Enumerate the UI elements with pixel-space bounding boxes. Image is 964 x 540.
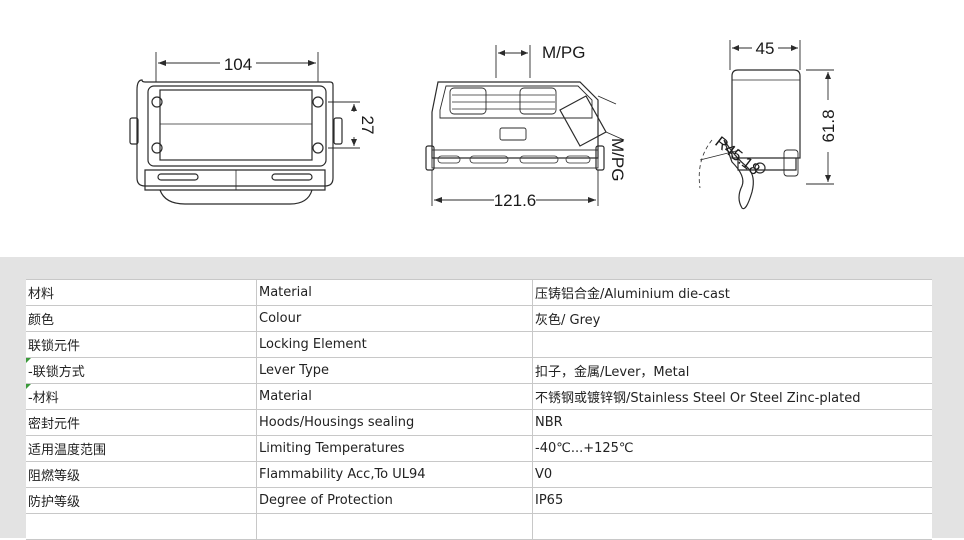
spec-label-zh: 颜色: [26, 305, 257, 332]
spec-label-en: [256, 513, 533, 540]
dim-side-length: 121.6: [494, 191, 537, 210]
spec-value: 扣子，金属/Lever，Metal: [532, 357, 932, 384]
dim-side-thread-top: M/PG: [542, 43, 585, 62]
spec-value: V0: [532, 461, 932, 488]
spec-value: IP65: [532, 487, 932, 514]
front-view: [129, 52, 360, 205]
spec-label-zh: 密封元件: [26, 409, 257, 436]
spec-label-zh: -材料: [26, 383, 257, 410]
dim-front-width: 104: [224, 55, 252, 74]
spec-value: NBR: [532, 409, 932, 436]
spec-value: -40℃...+125℃: [532, 435, 932, 462]
spec-value: 压铸铝合金/Aluminium die-cast: [532, 279, 932, 306]
spec-value: 灰色/ Grey: [532, 305, 932, 332]
spec-label-zh: 阻燃等级: [26, 461, 257, 488]
spec-label-en: Locking Element: [256, 331, 533, 358]
dim-end-width: 45: [756, 39, 775, 58]
dim-end-height: 61.8: [819, 109, 838, 142]
spec-label-zh: 联锁元件: [26, 331, 257, 358]
drawing-canvas: 104 27 M/PG M/PG 121.6 45 61.8 R45.18: [129, 39, 838, 210]
spec-label-en: Material: [256, 383, 533, 410]
table-row: [26, 513, 932, 540]
dim-front-height: 27: [358, 116, 377, 135]
dim-end-radius: R45.18: [712, 134, 763, 179]
spec-value: 不锈钢或镀锌钢/Stainless Steel Or Steel Zinc-pl…: [532, 383, 932, 410]
spec-label-en: Flammability Acc,To UL94: [256, 461, 533, 488]
spec-label-zh: [26, 513, 257, 540]
spec-label-en: Material: [256, 279, 533, 306]
spec-label-zh: 材料: [26, 279, 257, 306]
technical-drawing: 104 27 M/PG M/PG 121.6 45 61.8 R45.18: [0, 0, 964, 256]
spec-label-en: Degree of Protection: [256, 487, 533, 514]
spec-label-en: Hoods/Housings sealing: [256, 409, 533, 436]
spec-label-en: Lever Type: [256, 357, 533, 384]
dim-side-thread-right: M/PG: [608, 138, 627, 181]
spec-label-en: Limiting Temperatures: [256, 435, 533, 462]
spec-label-zh: -联锁方式: [26, 357, 257, 384]
spec-value: [532, 331, 932, 358]
end-view: [698, 40, 834, 210]
side-view: [425, 45, 625, 206]
spec-label-zh: 适用温度范围: [26, 435, 257, 462]
spec-value: [532, 513, 932, 540]
spec-label-en: Colour: [256, 305, 533, 332]
spec-label-zh: 防护等级: [26, 487, 257, 514]
